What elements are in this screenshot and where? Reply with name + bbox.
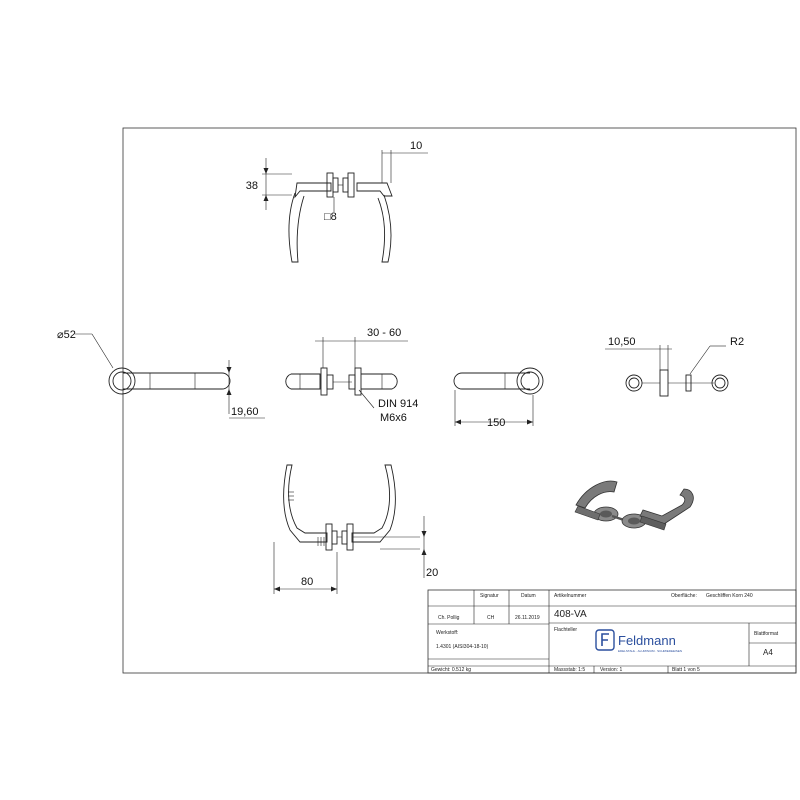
dimension-rosette-thickness: 10,50 (608, 336, 636, 348)
title-material-value: 1.4301 (AISI304-18-10) (436, 644, 489, 650)
title-signature-header: Signatur (480, 593, 499, 599)
title-format-value: A4 (763, 648, 773, 657)
company-tagline: EDELSTAHL · ALUMINIUM · SCHMIEDEEISEN (618, 649, 682, 653)
title-sheet: Blatt 1 von 5 (672, 667, 700, 673)
dimension-screw-size: M6x6 (380, 412, 407, 424)
title-fixed-label: Flachteller (554, 627, 577, 633)
title-surface-value: Geschliffen Korn 240 (706, 593, 753, 599)
dimension-edge-radius: R2 (730, 336, 744, 348)
front-view-middle (285, 337, 408, 409)
end-view (605, 345, 729, 397)
top-view (262, 150, 428, 263)
drawing-frame (122, 127, 797, 674)
company-name: Feldmann (618, 633, 676, 648)
title-article-header: Artikelnummer (554, 593, 587, 599)
title-author: Ch. Pollig (438, 615, 460, 621)
title-surface-header: Oberfläche: (671, 593, 697, 599)
title-format-header: Blattformat (754, 631, 779, 637)
dimension-top-height: 38 (246, 180, 258, 192)
dimension-lever-offset: 19,60 (231, 406, 259, 418)
dimension-screw-standard: DIN 914 (378, 398, 418, 410)
title-date-value: 26.11.2019 (515, 615, 540, 621)
dimension-rosette-diameter: ⌀52 (57, 329, 76, 341)
title-material-header: Werkstoff: (436, 630, 458, 636)
isometric-view (574, 480, 694, 531)
title-block (427, 589, 797, 674)
title-weight: Gewicht: 0.512 kg (431, 667, 471, 673)
title-date-header: Datum (521, 593, 536, 599)
dimension-bottom-width: 80 (301, 576, 313, 588)
dimension-bottom-height: 20 (426, 567, 438, 579)
dimension-door-range: 30 - 60 (367, 327, 401, 339)
title-article-number: 408-VA (554, 609, 587, 620)
title-version: Version: 1 (600, 667, 622, 673)
side-view-left (75, 333, 265, 419)
title-signature-value: CH (487, 615, 495, 621)
side-view-right (453, 367, 544, 426)
dimension-lever-length: 150 (487, 417, 505, 429)
dimension-top-pin-width: 10 (410, 140, 422, 152)
dimension-square-spindle: □8 (324, 211, 337, 223)
title-scale: Massstab: 1:5 (554, 667, 585, 673)
bottom-view (273, 464, 427, 594)
